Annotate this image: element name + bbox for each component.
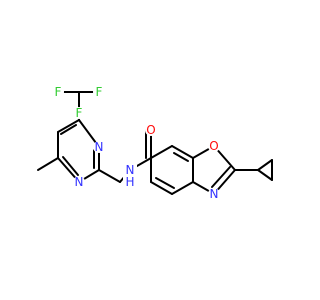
bond-pyr-c4-c5 xyxy=(57,119,80,133)
oxazole-oxygen: O xyxy=(208,139,220,153)
pyrimidine-nitrogen-upper-label: N xyxy=(95,140,104,154)
molecule-structure: F F F N N N H O O xyxy=(37,85,273,201)
fluorine-label-3: F xyxy=(76,106,83,120)
amide-hydrogen-label: H xyxy=(125,175,134,189)
bond-layer xyxy=(37,91,273,195)
oxazole-oxygen-label: O xyxy=(209,139,218,153)
bond-benz-double-2 xyxy=(155,177,175,189)
fluorine-atom-1: F xyxy=(52,85,64,99)
bond-benz-3 xyxy=(171,181,194,195)
bond-benz-4 xyxy=(150,181,173,195)
bond-pyr-c6-n1-double xyxy=(62,156,79,176)
pyrimidine-nitrogen-upper: N xyxy=(93,140,105,154)
bond-linker-1 xyxy=(98,169,121,183)
pyrimidine-nitrogen-lower: N xyxy=(73,175,85,189)
bond-cyclopropyl-1 xyxy=(257,159,273,171)
fluorine-label-2: F xyxy=(96,85,103,99)
fluorine-atom-2: F xyxy=(93,85,105,99)
bond-amide-c-ring xyxy=(150,145,173,159)
fluorine-atom-3: F xyxy=(73,106,85,120)
bond-cyclopropyl-3 xyxy=(257,169,273,181)
pyrimidine-nitrogen-lower-label: N xyxy=(75,175,84,189)
oxazole-nitrogen-label: N xyxy=(210,187,219,201)
oxazole-nitrogen: N xyxy=(208,187,220,201)
bond-pyr-c4-c5-double xyxy=(60,124,77,135)
carbonyl-oxygen-label: O xyxy=(146,123,155,137)
bond-oxz-c2-n-double xyxy=(211,166,231,188)
bond-benz-1 xyxy=(171,145,194,159)
amide-nitrogen: N H xyxy=(123,163,137,189)
bond-methyl xyxy=(37,157,59,171)
bond-benz-double-1 xyxy=(173,152,189,162)
fluorine-label-1: F xyxy=(55,85,62,99)
atom-label-layer: F F F N N N H O O xyxy=(52,85,220,201)
amide-nitrogen-label: N xyxy=(126,163,135,177)
carbonyl-oxygen: O xyxy=(145,123,157,137)
